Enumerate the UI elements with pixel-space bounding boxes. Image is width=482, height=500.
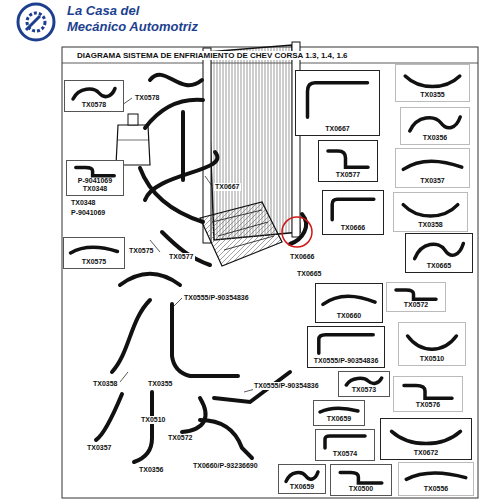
part-number: TX0348 xyxy=(83,185,108,193)
part-thumbnail: TX0357 xyxy=(395,148,470,188)
part-callout: P-9041069 xyxy=(70,209,106,217)
part-thumbnail: TX0355 xyxy=(395,64,470,102)
part-callout: TX0555/P-90354836 xyxy=(253,382,320,390)
part-thumbnail: TX0572 xyxy=(386,282,446,312)
part-callout: TX0348 xyxy=(70,199,97,207)
hose-thumbnail xyxy=(323,144,373,172)
part-thumbnail: TX0575 xyxy=(63,237,125,269)
part-number: TX0578 xyxy=(82,101,107,109)
part-number: TX0667 xyxy=(325,125,350,133)
part-number: TX0665 xyxy=(427,262,452,270)
brand-name: Mecánico Automotriz xyxy=(66,19,199,34)
part-number: TX0666 xyxy=(341,224,366,232)
hose-thumbnail xyxy=(405,111,465,135)
part-callout: TX0555/P-90354836 xyxy=(183,294,250,302)
part-number: TX0575 xyxy=(82,258,107,266)
part-thumbnail: TX0660 xyxy=(315,283,383,323)
part-number: TX0555/P-90354836 xyxy=(314,357,379,365)
part-callout: TX0355 xyxy=(147,380,174,388)
part-number: P-9041069 xyxy=(78,177,112,185)
part-number: TX0500 xyxy=(349,485,374,493)
hose-thumbnail xyxy=(68,241,120,259)
part-number: TX0358 xyxy=(418,221,443,229)
part-callout: TX0358 xyxy=(92,380,119,388)
part-callout: TX0667 xyxy=(214,183,241,191)
hose-thumbnail xyxy=(283,468,321,484)
part-callout: TX0575 xyxy=(128,247,155,255)
part-thumbnail: TX0578 xyxy=(64,80,124,112)
part-thumbnail: TX0665 xyxy=(405,233,473,273)
part-thumbnail: TX0659 xyxy=(313,400,365,426)
part-thumbnail: TX0500 xyxy=(330,464,392,496)
part-thumbnail: TX0574 xyxy=(315,429,375,461)
part-number: TX0576 xyxy=(416,401,441,409)
part-callout: TX0578 xyxy=(134,94,161,102)
hose-thumbnail xyxy=(327,194,379,225)
part-thumbnail: TX0556 xyxy=(398,462,474,496)
part-thumbnail: TX0356 xyxy=(400,107,470,145)
part-number: TX0510 xyxy=(420,355,445,363)
part-number: TX0659 xyxy=(327,415,352,423)
part-number: TX0672 xyxy=(414,449,439,457)
part-thumbnail: TX0576 xyxy=(393,376,463,412)
part-callout: TX0577 xyxy=(168,253,195,261)
part-number: TX0572 xyxy=(404,301,429,309)
hose-thumbnail xyxy=(71,164,119,178)
hose-thumbnail xyxy=(403,326,461,356)
hose-thumbnail xyxy=(410,237,468,263)
hose-thumbnail xyxy=(403,466,469,486)
part-thumbnail: TX0666 xyxy=(322,190,384,235)
part-callout: TX0510 xyxy=(140,416,167,424)
engine xyxy=(200,202,282,266)
part-number: TX0660 xyxy=(337,312,362,320)
part-thumbnail: P-9041069TX0348 xyxy=(66,160,124,196)
hose-thumbnail xyxy=(320,433,370,451)
part-number: TX0659 xyxy=(290,483,315,491)
leader-lines xyxy=(115,98,255,392)
part-callout: TX0357 xyxy=(86,444,113,452)
hose-thumbnail xyxy=(335,468,387,486)
part-callout: TX0660/P-93236690 xyxy=(192,462,259,470)
part-number: TX0556 xyxy=(424,485,449,493)
part-thumbnail: TX0573 xyxy=(338,371,390,397)
hose-thumbnail xyxy=(385,422,467,450)
diagram-title: DIAGRAMA SISTEMA DE ENFRIAMIENTO DE CHEV… xyxy=(75,51,350,60)
logo-icon xyxy=(18,4,54,40)
part-thumbnail: TX0555/P-90354836 xyxy=(307,326,385,368)
part-callout: TX0665 xyxy=(296,270,323,278)
hose-thumbnail xyxy=(398,196,463,222)
hose-thumbnail xyxy=(69,84,119,102)
hose-thumbnail xyxy=(343,375,385,387)
part-thumbnail: TX0510 xyxy=(398,322,466,366)
hose-thumbnail xyxy=(320,287,378,313)
part-callout: TX0356 xyxy=(138,466,165,474)
part-thumbnail: TX0672 xyxy=(380,418,472,460)
part-thumbnail: TX0659 xyxy=(278,464,326,494)
hoses xyxy=(96,75,306,462)
part-thumbnail: TX0577 xyxy=(318,140,378,182)
part-number: TX0355 xyxy=(420,91,445,99)
part-callout: TX0666 xyxy=(289,253,316,261)
highlight-circle xyxy=(282,217,312,247)
hose-thumbnail xyxy=(391,286,441,302)
hose-thumbnail xyxy=(400,152,465,178)
part-number: TX0357 xyxy=(420,177,445,185)
part-number: TX0356 xyxy=(423,134,448,142)
hose-thumbnail xyxy=(400,68,465,92)
hose-thumbnail xyxy=(300,74,375,126)
brand-name: La Casa del xyxy=(66,3,140,18)
part-number: TX0577 xyxy=(336,171,361,179)
part-number: TX0573 xyxy=(352,386,377,394)
hose-thumbnail xyxy=(398,380,458,402)
part-thumbnail: TX0358 xyxy=(393,192,468,232)
part-callout: TX0572 xyxy=(167,434,194,442)
part-thumbnail: TX0667 xyxy=(295,70,380,136)
part-number: TX0574 xyxy=(333,450,358,458)
hose-thumbnail xyxy=(318,404,360,416)
hose-thumbnail xyxy=(312,330,380,358)
expansion-tank xyxy=(116,114,150,165)
